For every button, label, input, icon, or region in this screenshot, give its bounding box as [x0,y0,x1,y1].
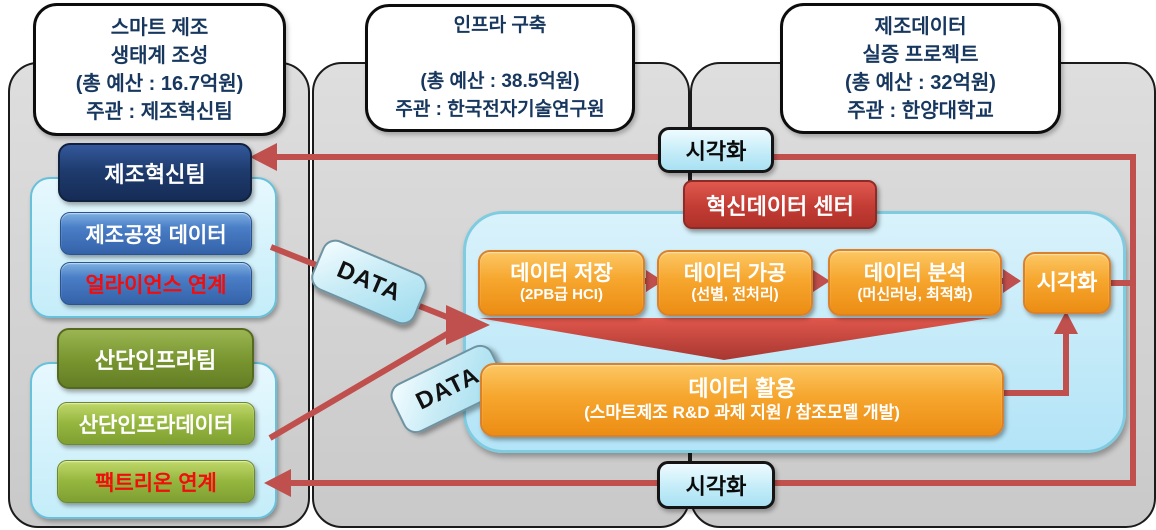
data-box-alliance-label: 얼라이언스 연계 [85,273,227,297]
step-analysis-subtitle: (머신러닝, 최적화) [857,285,973,303]
title-line: 주관 : 한국전자기술연구원 [395,99,605,120]
step-visualization-title: 시각화 [1036,270,1098,295]
data-box-process-label: 제조공정 데이터 [85,223,227,247]
step-analysis-title: 데이터 분석 [863,261,967,285]
viz-bottom-box: 시각화 [657,461,775,509]
usage-box-subtitle: (스마트제조 R&D 과제 지원 / 참조모델 개발) [584,403,900,422]
data-flow-tag-1-label: DATA [333,256,406,308]
title-line: 실증 프로젝트 [862,43,979,66]
center-header-label: 혁신데이터 센터 [706,193,854,219]
title-line: 스마트 제조 [110,16,209,39]
title-box-demo: 제조데이터 실증 프로젝트 (총 예산 : 32억원) 주관 : 한양대학교 [780,3,1061,134]
data-box-industrial: 산단인프라데이터 [57,402,255,445]
center-header-box: 혁신데이터 센터 [683,180,877,229]
title-line: 인프라 구축 [453,15,547,36]
data-box-factory-on-label: 팩트리온 연계 [95,471,217,495]
data-box-process: 제조공정 데이터 [60,212,252,255]
team-box-innovation: 제조혁신팀 [58,143,252,202]
step-box-storage: 데이터 저장 (2PB급 HCI) [478,250,645,316]
title-box-ecosystem: 스마트 제조 생태계 조성 (총 예산 : 16.7억원) 주관 : 제조혁신팀 [33,3,286,136]
title-line: (총 예산 : 38.5억원) [420,71,580,92]
viz-top-label: 시각화 [685,139,747,164]
step-processing-title: 데이터 가공 [683,262,787,285]
viz-bottom-label: 시각화 [685,474,747,499]
viz-top-box: 시각화 [658,127,774,173]
data-box-alliance: 얼라이언스 연계 [60,262,252,305]
step-box-analysis: 데이터 분석 (머신러닝, 최적화) [828,249,1002,316]
title-line: 주관 : 제조혁신팀 [86,100,233,123]
step-processing-subtitle: (선별, 전처리) [691,286,779,303]
title-line: 생태계 조성 [110,44,209,67]
title-line: 제조데이터 [874,15,967,38]
step-box-processing: 데이터 가공 (선별, 전처리) [657,250,813,316]
title-box-infra: 인프라 구축 (총 예산 : 38.5억원) 주관 : 한국전자기술연구원 [365,4,635,132]
step-storage-subtitle: (2PB급 HCI) [520,286,603,303]
title-line: (총 예산 : 32억원) [845,71,996,94]
data-box-factory-on: 팩트리온 연계 [57,460,255,503]
data-box-industrial-label: 산단인프라데이터 [78,413,234,437]
team-box-industrial: 산단인프라팀 [57,328,254,389]
usage-box-title: 데이터 활용 [688,376,796,401]
team-box-industrial-label: 산단인프라팀 [94,347,217,373]
step-box-visualization: 시각화 [1023,252,1111,314]
step-storage-title: 데이터 저장 [510,262,613,285]
team-box-innovation-label: 제조혁신팀 [104,161,206,187]
usage-box: 데이터 활용 (스마트제조 R&D 과제 지원 / 참조모델 개발) [480,363,1004,437]
title-line: 주관 : 한양대학교 [847,99,994,122]
title-line: (총 예산 : 16.7억원) [75,72,244,95]
